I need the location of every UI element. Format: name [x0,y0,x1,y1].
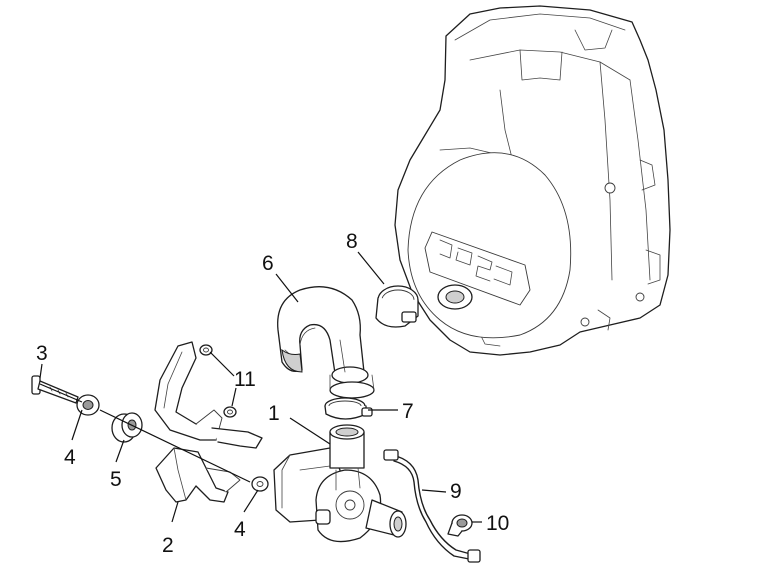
leader-8 [357,251,385,285]
embossed-logo [424,231,531,306]
leader-6 [275,273,299,303]
coolant-hose [277,286,375,399]
bolt [31,375,79,404]
leader-4a-down [71,409,83,441]
washer-4-right [251,476,269,492]
callout-1: 1 [268,402,280,425]
washer-4-left [76,394,100,416]
callout-10: 10 [486,512,509,535]
upper-bracket [154,341,263,449]
leader-lines [39,251,482,523]
leader-9 [421,489,447,493]
cable-clip [447,514,473,537]
callout-3: 3 [36,342,48,365]
leader-1 [289,417,331,445]
leader-11b [231,387,237,407]
callout-9: 9 [450,480,462,503]
callout-4-left: 4 [64,446,76,469]
callout-2: 2 [162,534,174,557]
sensor-wire [383,449,481,563]
hose-clamp-8 [375,285,419,328]
leader-4b [243,489,259,513]
leader-2 [171,501,179,523]
leader-4a-bolt [39,383,83,403]
leader-3 [39,363,43,379]
callout-8: 8 [346,230,358,253]
callout-11: 11 [234,368,256,391]
water-pump [273,424,407,543]
leader-11a [209,351,235,377]
leader-5-axis [99,409,251,483]
callout-labels: 1 2 3 4 4 5 6 7 8 9 10 11 [36,230,509,557]
washer-11-upper [199,344,213,356]
callout-5: 5 [110,468,122,491]
lower-bracket [155,447,241,503]
engine-cover [394,5,671,356]
leader-5 [115,439,125,463]
callout-7: 7 [402,400,414,423]
callout-4-right: 4 [234,518,246,541]
hose-clamp-7 [324,397,373,420]
washer-11-lower [223,406,237,418]
callout-6: 6 [262,252,274,275]
